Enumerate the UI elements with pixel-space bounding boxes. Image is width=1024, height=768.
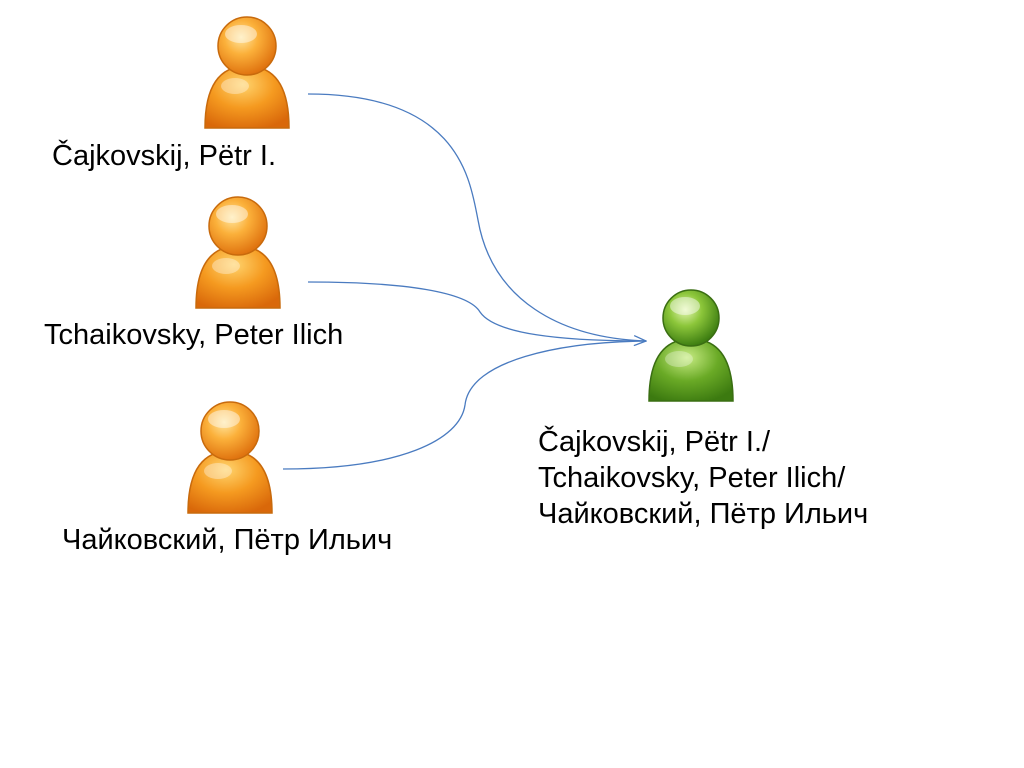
edge-latin-to-merged: [307, 93, 646, 341]
node-label-cyrillic: Чайковский, Пётр Ильич: [62, 524, 393, 556]
node-label-merged: Čajkovskij, Pëtr I./ Tchaikovsky, Peter …: [538, 424, 868, 532]
edge-english-to-merged: [307, 281, 647, 342]
person-icon-cyrillic: [187, 401, 273, 514]
edge-cyrillic-to-merged: [282, 340, 647, 470]
node-label-english: Tchaikovsky, Peter Ilich: [44, 319, 344, 351]
merged-label-line-2: Tchaikovsky, Peter Ilich/: [538, 462, 846, 494]
node-label-latin: Čajkovskij, Pëtr I.: [52, 140, 276, 172]
person-icon-english: [195, 196, 281, 309]
person-icon-latin: [204, 16, 290, 129]
person-icon-merged: [648, 289, 734, 402]
merged-label-line-1: Čajkovskij, Pëtr I./: [538, 426, 771, 458]
merged-label-line-3: Чайковский, Пётр Ильич: [538, 498, 869, 530]
